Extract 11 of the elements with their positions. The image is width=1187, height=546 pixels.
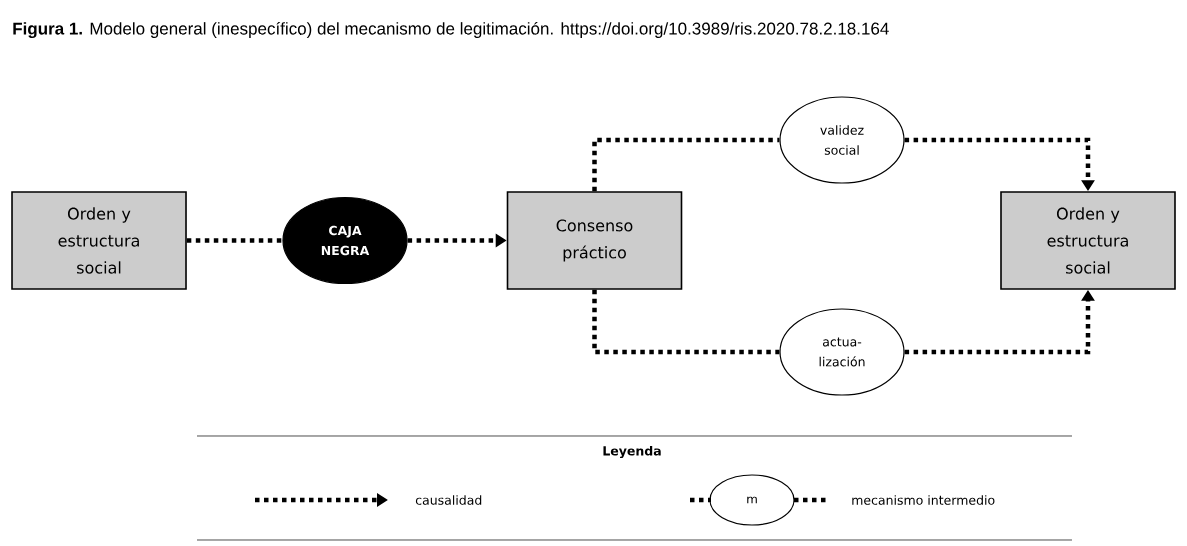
process-box: Orden y estructura social (1000, 191, 1176, 290)
dotted-line (592, 137, 780, 192)
dotted-line (592, 289, 780, 355)
legend-heading: Leyenda (603, 445, 661, 459)
figure-title: Figura 1. Modelo general (inespecífico) del mecanismo de legitimación. https://doi.org/10.3989/ris.2020.78.2.18.164 (13, 21, 889, 39)
process-box: Orden y estructura social (11, 191, 187, 290)
dotted-line (186, 238, 283, 243)
process-box: Consenso práctico (506, 191, 683, 290)
ellipse-label: m (747, 496, 757, 504)
legend-text: causalidad (415, 495, 482, 505)
legend-text: mecanismo intermedio (852, 495, 995, 505)
